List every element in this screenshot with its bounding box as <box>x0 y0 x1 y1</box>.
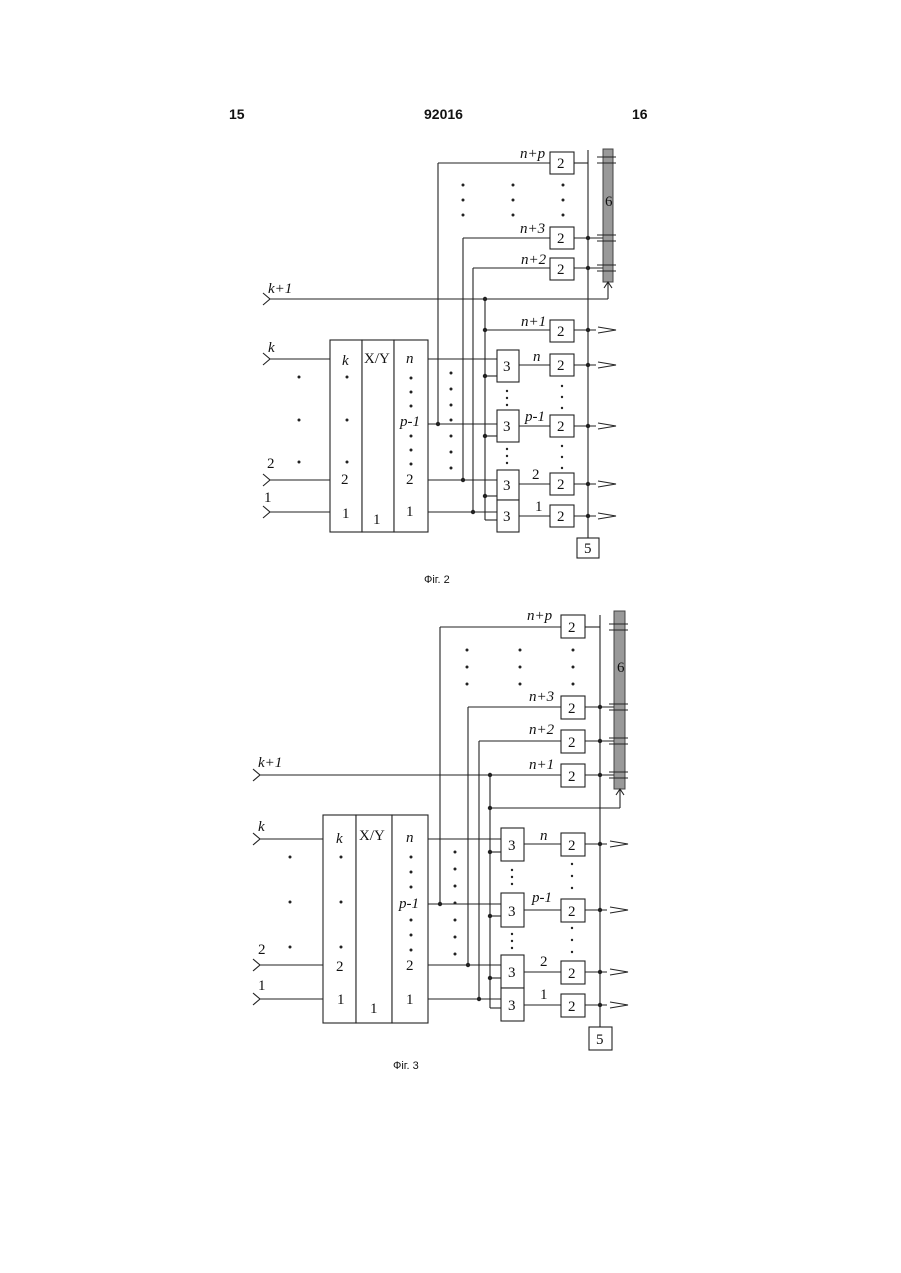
reg-n3-label-fig3: 2 <box>568 701 576 717</box>
label-2-fig3: 2 <box>540 954 548 970</box>
reg-n1-label-fig3: 2 <box>568 769 576 785</box>
block1-xy-fig3: X/Y <box>359 828 385 844</box>
bus-6-fig3 <box>614 611 625 789</box>
input-k-fig3: k <box>258 819 265 835</box>
block1-out-1-fig3: 1 <box>406 992 414 1008</box>
input-1-fig3: 1 <box>258 978 266 994</box>
control-5-label-fig3: 5 <box>596 1032 604 1048</box>
block1-out-2-fig3: 2 <box>406 958 414 974</box>
input-2-fig3: 2 <box>258 942 266 958</box>
bus-6-label-fig3: 6 <box>617 660 625 676</box>
label-n1-fig3: n+1 <box>529 757 554 773</box>
label-1-fig3: 1 <box>540 987 548 1003</box>
reg-n-label-fig3: 2 <box>568 838 576 854</box>
mux-1-label-fig3: 3 <box>508 998 516 1014</box>
block1-k-fig3: k <box>336 831 343 847</box>
routing-fig3 <box>428 615 624 1027</box>
reg-np-label-fig3: 2 <box>568 620 576 636</box>
block1-out-p1-fig3: p-1 <box>398 896 419 912</box>
reg-1-label-fig3: 2 <box>568 999 576 1015</box>
label-n3-fig3: n+3 <box>529 689 554 705</box>
reg-p1-label-fig3: 2 <box>568 904 576 920</box>
block1-out-n-fig3: n <box>406 830 414 846</box>
mux-n-label-fig3: 3 <box>508 838 516 854</box>
mux-p1-label-fig3: 3 <box>508 904 516 920</box>
label-p1-fig3: p-1 <box>531 890 552 906</box>
label-n2-fig3: n+2 <box>529 722 555 738</box>
mux-2-label-fig3: 3 <box>508 965 516 981</box>
reg-2-label-fig3: 2 <box>568 966 576 982</box>
reg-n2-label-fig3: 2 <box>568 735 576 751</box>
label-n-fig3: n <box>540 828 548 844</box>
block1-in-2-fig3: 2 <box>336 959 344 975</box>
label-np-fig3: n+p <box>527 608 553 624</box>
input-k1-fig3: k+1 <box>258 755 282 771</box>
block1-number-fig3: 1 <box>370 1001 378 1017</box>
block1-mid-col-fig3 <box>356 815 392 1023</box>
figure-3-caption: Фіг. 3 <box>393 1060 419 1072</box>
block1-in-1-fig3: 1 <box>337 992 345 1008</box>
